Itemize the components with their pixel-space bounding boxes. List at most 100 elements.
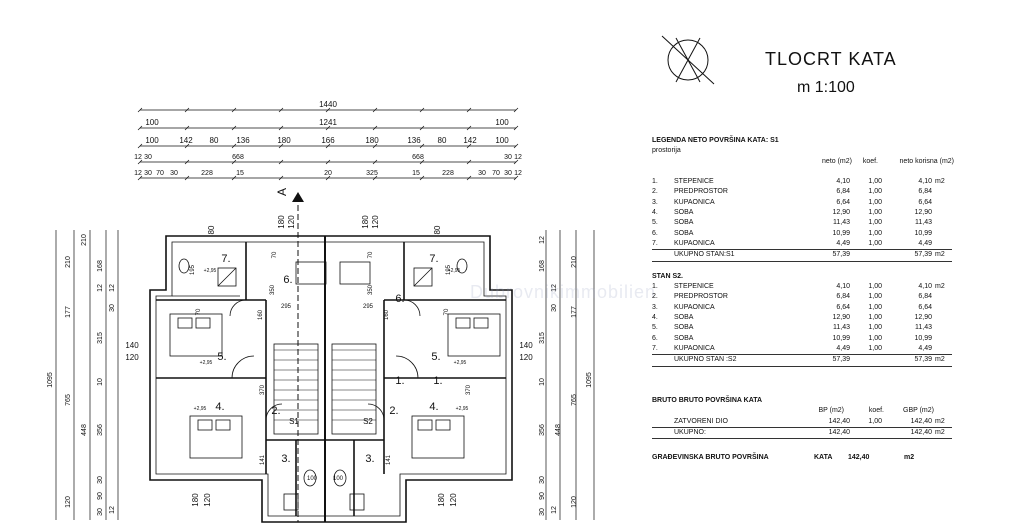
dim-label: 1095 [47, 372, 54, 388]
room-korisna: 11,43 [915, 219, 932, 227]
dim-label: 10 [539, 378, 546, 386]
room-label: 6. [283, 274, 292, 286]
room-koef: 1,00 [868, 188, 882, 196]
dim-label: 30 [504, 154, 512, 161]
dim-label: 140 [519, 341, 533, 350]
room-name: SOBA [674, 219, 694, 227]
dim-label: 10 [97, 378, 104, 386]
dim-label: 15 [236, 170, 244, 177]
dim-label: 120 [203, 493, 212, 507]
room-number: 3. [652, 303, 658, 311]
dim-label: 228 [442, 170, 454, 177]
dim-label: 350 [368, 284, 374, 295]
bruto-row-unit: m2 [935, 428, 945, 436]
apartment-label: S1 [289, 417, 299, 426]
room-unit: m2 [935, 283, 945, 291]
room-koef: 1,00 [868, 219, 882, 227]
dim-label: 160 [384, 309, 390, 320]
room-korisna: 12,90 [914, 314, 932, 322]
dim-label: 12 [134, 170, 142, 177]
room-name: SOBA [674, 314, 694, 322]
dim-label: 140 [125, 341, 139, 350]
dim-label: 1095 [586, 372, 593, 388]
col-bp: BP (m2) [818, 407, 844, 415]
legend-heading: LEGENDA NETO POVRŠINA KATA: S1 [652, 137, 779, 144]
dim-label: 30 [539, 508, 546, 516]
room-label: 7. [429, 253, 438, 265]
bruto-row-bp: 142,40 [828, 428, 850, 436]
dim-label: 120 [371, 215, 380, 229]
dim-label: 1241 [319, 118, 337, 127]
room-number: 1. [652, 178, 658, 186]
room-number: 6. [652, 334, 658, 342]
dim-label: 30 [478, 170, 486, 177]
room-korisna: 12,90 [914, 209, 932, 217]
dim-label: 70 [368, 251, 374, 258]
room-label: 1. [433, 375, 442, 387]
dim-label: 80 [207, 225, 216, 234]
dim-label: 136 [407, 136, 421, 145]
top-dimension-ticks [137, 107, 519, 181]
room-number: 7. [652, 344, 658, 352]
room-name: SOBA [674, 229, 694, 237]
dim-label: 90 [97, 492, 104, 500]
s1-total-neto: 57,39 [832, 251, 850, 259]
dim-label: 80 [438, 136, 447, 145]
room-neto: 4,49 [836, 344, 850, 352]
room-label: 2. [389, 405, 398, 417]
dim-label: 15 [412, 170, 420, 177]
dim-label: 210 [65, 256, 72, 268]
dim-label: 70 [156, 170, 164, 177]
room-koef: 1,00 [868, 314, 882, 322]
room-name: KUPAONICA [674, 344, 715, 352]
dim-label: 295 [281, 304, 292, 310]
section-mark: A [275, 188, 289, 196]
bruto-row-gbp: 142,40 [910, 417, 932, 425]
dim-label: 70 [492, 170, 500, 177]
dim-label: 195 [446, 264, 452, 275]
height-mark: +2,95 [448, 268, 461, 274]
room-neto: 10,99 [832, 229, 850, 237]
bruto-row-unit: m2 [935, 417, 945, 425]
dim-label: 120 [287, 215, 296, 229]
dim-label: 168 [539, 260, 546, 272]
bruto-row-name: UKUPNO: [674, 428, 706, 436]
dim-label: 120 [65, 496, 72, 508]
dim-label: 765 [571, 394, 578, 406]
dim-label: 448 [81, 424, 88, 436]
dim-label: 100 [495, 136, 509, 145]
dim-label: 80 [210, 136, 219, 145]
room-korisna: 4,10 [918, 283, 932, 291]
legend-subheading: prostorija [652, 147, 681, 155]
room-label: 3. [281, 453, 290, 465]
s2-total-korisna: 57,39 [914, 356, 932, 364]
dim-label: 120 [449, 493, 458, 507]
dim-label: 100 [333, 476, 344, 482]
s2-total-neto: 57,39 [832, 356, 850, 364]
col-koef: koef. [862, 157, 878, 165]
height-mark: +2,95 [454, 360, 467, 366]
room-name: SOBA [674, 324, 694, 332]
room-number: 4. [652, 314, 658, 322]
room-korisna: 4,10 [918, 178, 932, 186]
section-arrow-icon [292, 192, 304, 202]
dim-label: 141 [260, 454, 266, 465]
room-koef: 1,00 [868, 209, 882, 217]
dim-label: 12 [109, 284, 116, 292]
room-neto: 11,43 [833, 324, 850, 332]
dim-label: 370 [260, 384, 266, 395]
room-korisna: 4,49 [918, 239, 932, 247]
dim-label: 1440 [319, 100, 337, 109]
room-number: 1. [652, 283, 658, 291]
room-number: 5. [652, 219, 658, 227]
height-mark: +2,95 [194, 406, 207, 412]
dim-label: 668 [412, 154, 424, 161]
dim-label: 356 [97, 424, 104, 436]
room-neto: 4,10 [836, 178, 850, 186]
dim-label: 180 [277, 215, 286, 229]
